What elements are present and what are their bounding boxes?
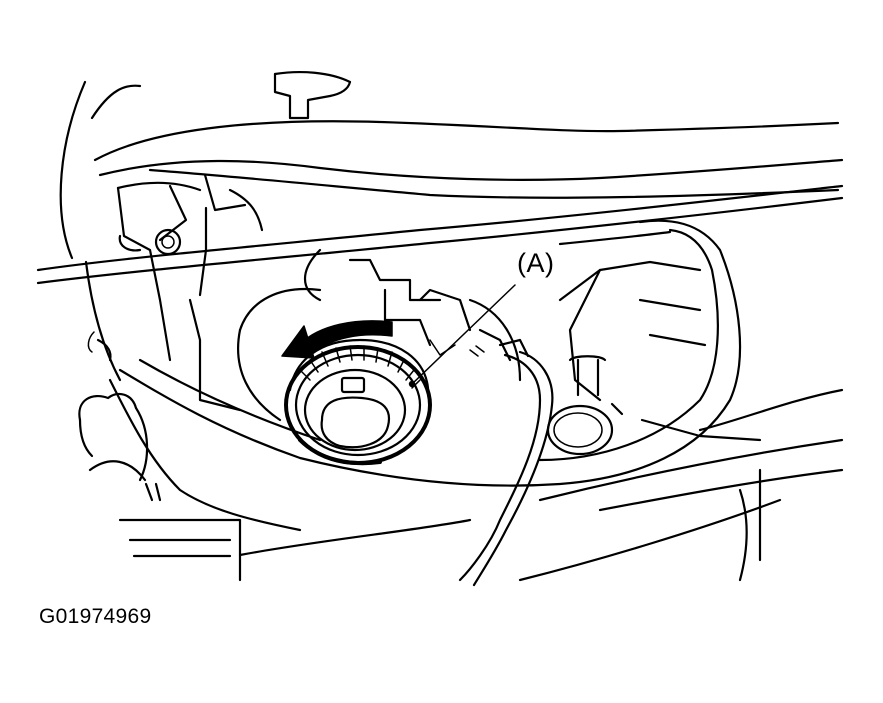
upper-body-panel [59, 80, 844, 260]
counterclockwise-arrow-icon [281, 320, 393, 359]
callout-leader-line [411, 284, 516, 385]
callout-label-a: (A) [517, 248, 555, 278]
reflector-area [188, 248, 522, 422]
bulb-wire [458, 338, 554, 587]
figure-code: G01974969 [39, 605, 152, 628]
left-mounting-bracket [84, 173, 264, 382]
right-lower-panel [640, 388, 844, 442]
lower-trim [78, 378, 844, 582]
harness-cable [36, 184, 844, 285]
headlamp-housing [118, 219, 742, 487]
side-marker-socket [546, 355, 624, 456]
bulb-socket-A [284, 338, 432, 466]
top-bracket [273, 70, 352, 120]
callout-leader-dot [408, 380, 416, 388]
